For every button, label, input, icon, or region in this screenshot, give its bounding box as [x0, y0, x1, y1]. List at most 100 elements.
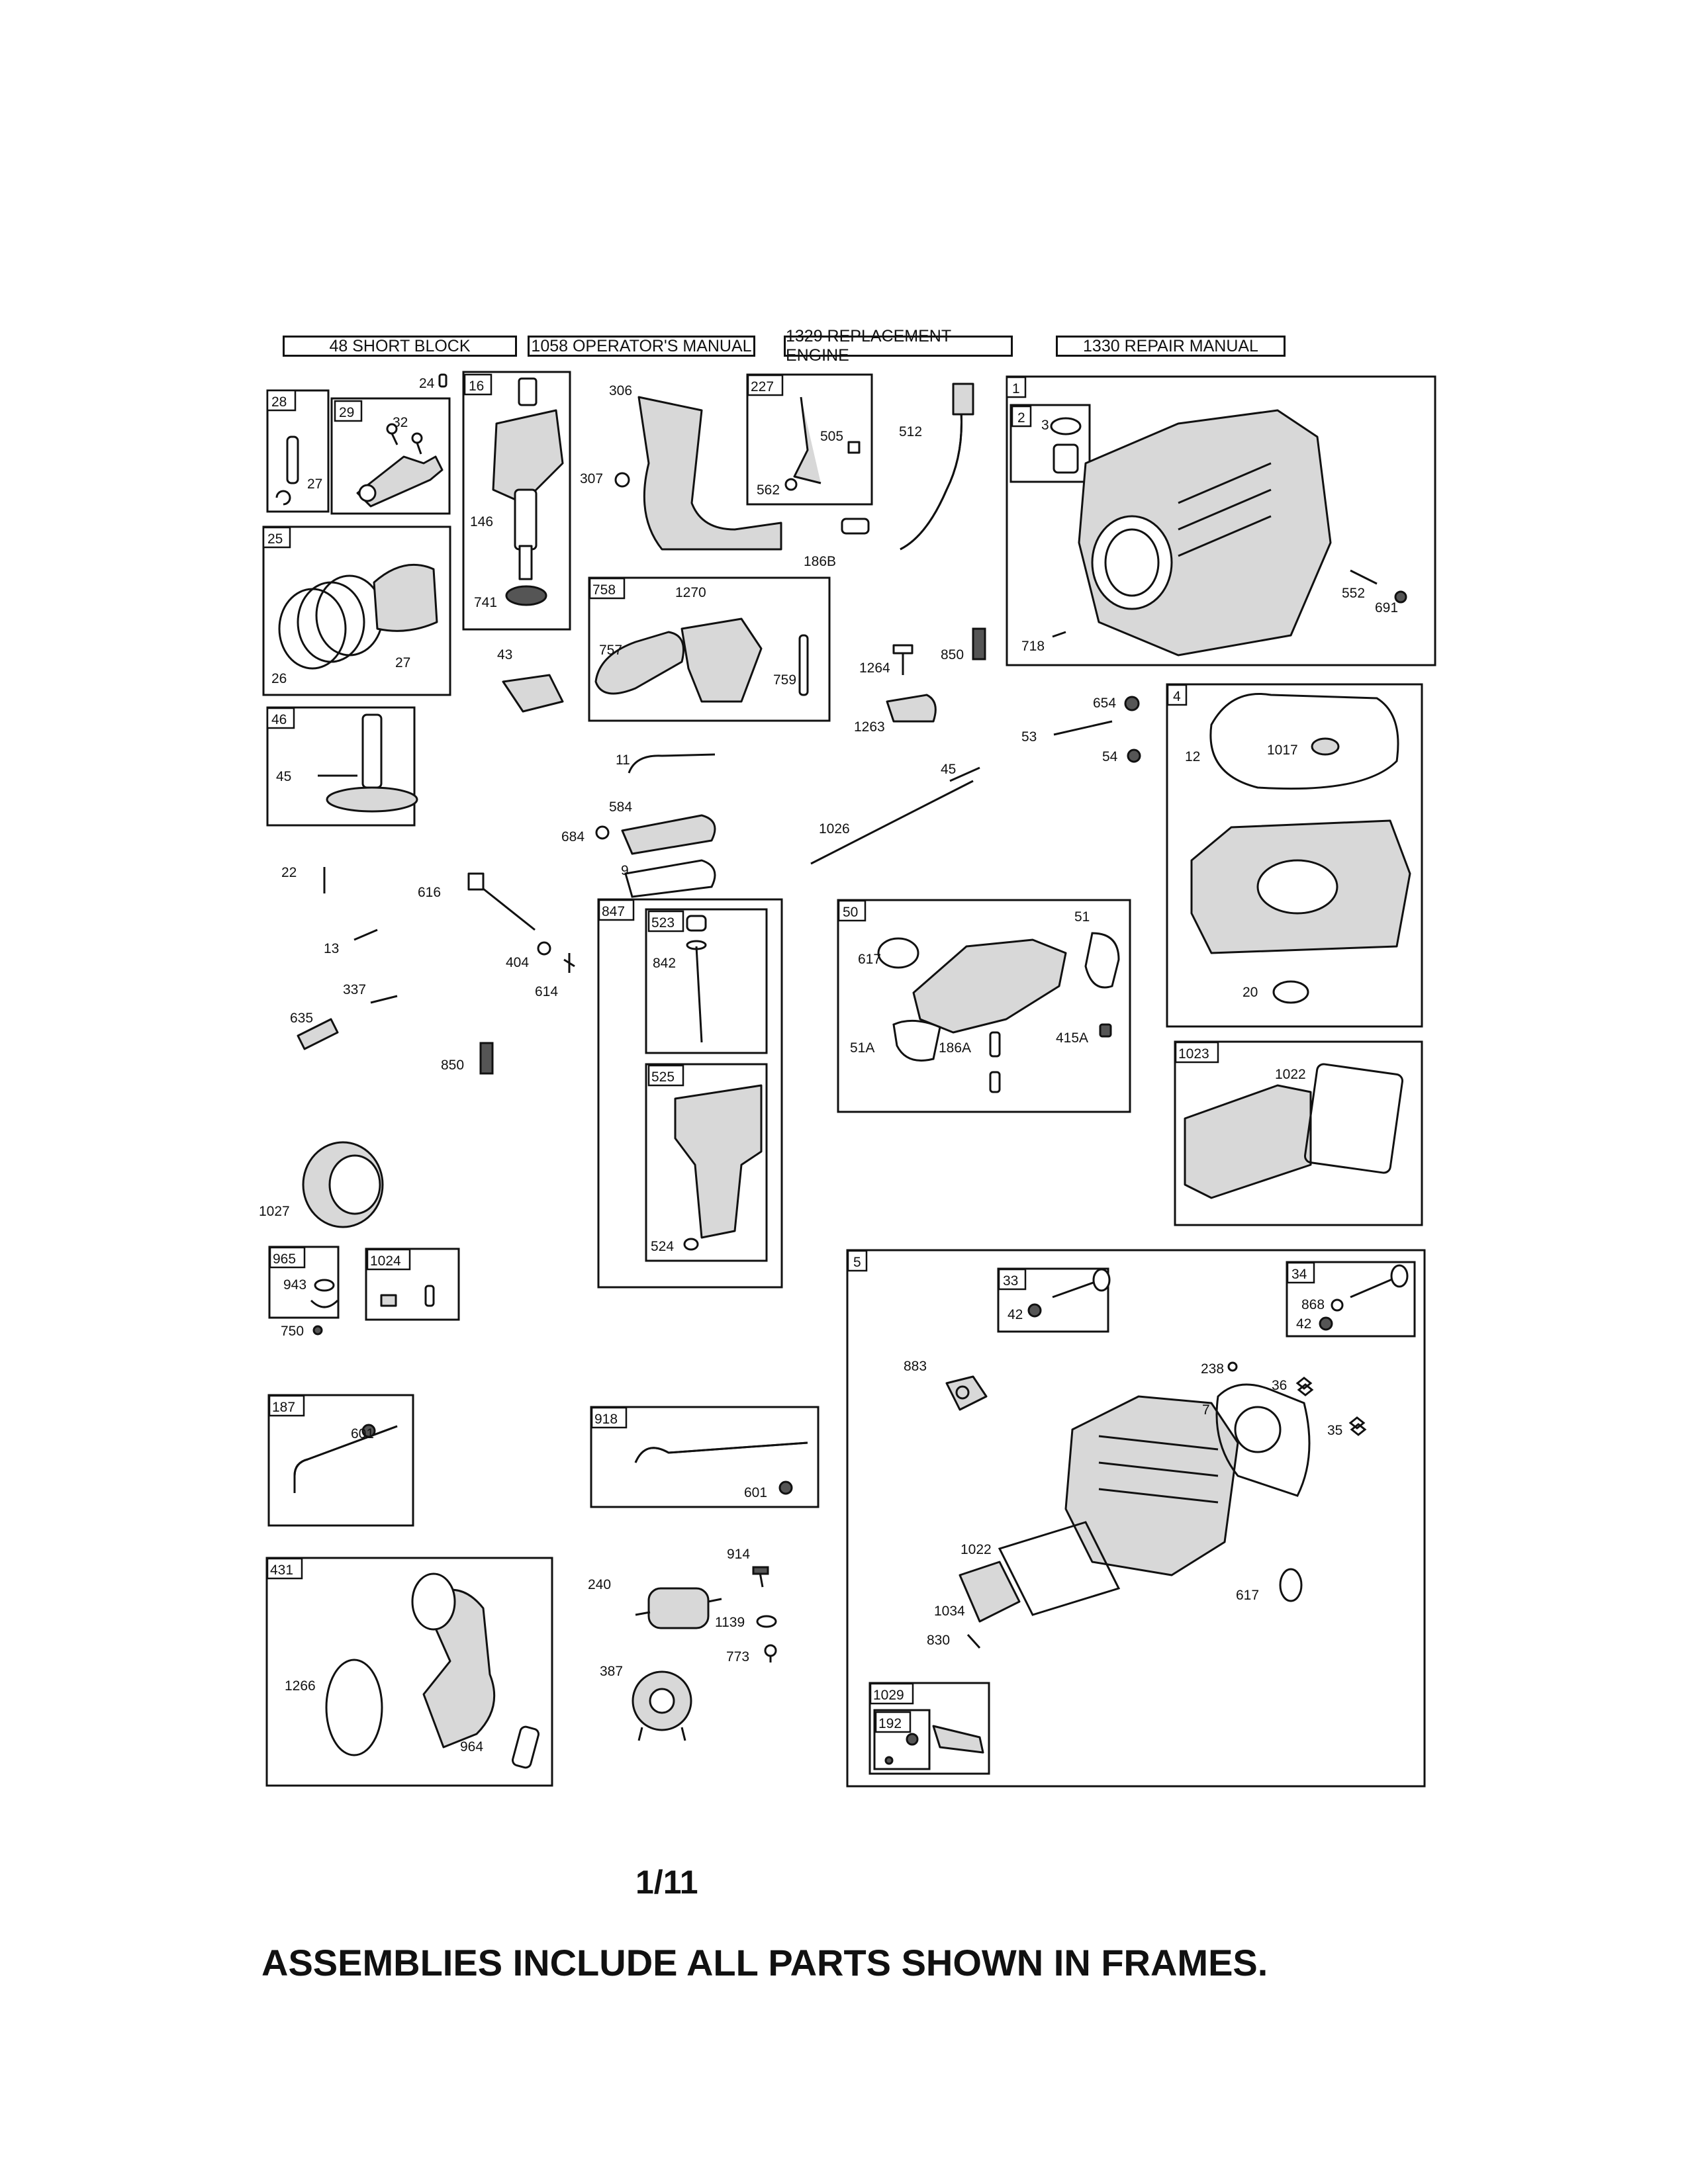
- frame-758[interactable]: [588, 576, 831, 722]
- tag-1024: 1024: [366, 1248, 411, 1271]
- label-505: 505: [820, 429, 843, 444]
- tag-758: 758: [588, 577, 626, 600]
- camshaft-shape: [361, 713, 383, 789]
- svg-text:50: 50: [843, 905, 858, 920]
- svg-text:227: 227: [751, 379, 774, 394]
- frame-1[interactable]: [1006, 375, 1436, 666]
- label-12: 12: [1185, 749, 1200, 764]
- label-1022b: 1022: [961, 1542, 992, 1557]
- frame-16[interactable]: [462, 371, 571, 631]
- frame-29[interactable]: [330, 397, 451, 515]
- frame-4[interactable]: [1166, 683, 1423, 1028]
- breather-valve-shape: [952, 383, 974, 416]
- label-32: 32: [393, 415, 408, 430]
- tag-4: 4: [1166, 684, 1188, 706]
- governor-758-shape: [680, 617, 763, 703]
- frame-1024[interactable]: [365, 1248, 460, 1321]
- tag-1: 1: [1006, 376, 1027, 398]
- frame-1023[interactable]: [1174, 1040, 1423, 1226]
- label-238: 238: [1201, 1361, 1224, 1377]
- label-1266: 1266: [285, 1678, 316, 1694]
- seal-20-shape: [1272, 980, 1309, 1004]
- piston-shape: [373, 563, 438, 632]
- label-562: 562: [757, 482, 780, 498]
- label-186a: 186A: [939, 1040, 971, 1056]
- frame-192[interactable]: [873, 1709, 931, 1770]
- frame-918[interactable]: [590, 1406, 820, 1508]
- svg-text:431: 431: [270, 1563, 293, 1578]
- plate-1034-shape: [959, 1561, 1021, 1623]
- frame-2[interactable]: [1009, 404, 1091, 483]
- label-20: 20: [1243, 985, 1258, 1000]
- label-654: 654: [1093, 696, 1116, 711]
- crank-web-shape: [492, 409, 564, 504]
- label-387: 387: [600, 1664, 623, 1679]
- frame-34[interactable]: [1286, 1261, 1416, 1338]
- crankshaft-end-shape: [518, 377, 538, 406]
- frame-227[interactable]: [746, 373, 873, 506]
- label-616: 616: [418, 885, 441, 900]
- frame-187[interactable]: [267, 1394, 414, 1527]
- breather-hose-inner: [900, 396, 962, 551]
- rod-1026-shape: [810, 780, 974, 865]
- bushing-shape: [1053, 443, 1079, 474]
- svg-text:918: 918: [594, 1412, 618, 1427]
- label-617b: 617: [1236, 1588, 1259, 1603]
- frame-523[interactable]: [645, 908, 768, 1054]
- tag-50: 50: [837, 899, 867, 922]
- svg-text:1023: 1023: [1178, 1046, 1209, 1062]
- oring-617-shape: [877, 937, 919, 969]
- label-22: 22: [281, 865, 297, 880]
- label-691: 691: [1375, 600, 1398, 615]
- label-13: 13: [324, 941, 339, 956]
- frame-525[interactable]: [645, 1063, 768, 1262]
- gear-cover-757-shape: [594, 631, 684, 695]
- operators-manual-box[interactable]: 1058 OPERATOR'S MANUAL: [528, 336, 755, 357]
- replacement-engine-label: 1329 REPLACEMENT ENGINE: [786, 327, 951, 365]
- short-block-label: 48 SHORT BLOCK: [329, 336, 471, 355]
- replacement-engine-box[interactable]: 1329 REPLACEMENT ENGINE: [784, 327, 1013, 365]
- frame-847[interactable]: [597, 898, 783, 1289]
- frame-50[interactable]: [837, 899, 1131, 1113]
- operators-manual-label: 1058 OPERATOR'S MANUAL: [531, 336, 752, 355]
- label-964: 964: [460, 1739, 483, 1754]
- ring-1-shape: [278, 588, 347, 670]
- label-146: 146: [470, 514, 493, 529]
- hose-918-outer: [634, 1441, 808, 1463]
- label-24: 24: [419, 376, 435, 391]
- label-1263: 1263: [854, 719, 885, 735]
- assembly-frames: [262, 371, 1436, 1788]
- sealant-tube-2-shape: [479, 1042, 494, 1075]
- bushing-635-shape: [297, 1018, 339, 1050]
- frame-5[interactable]: [846, 1249, 1426, 1788]
- label-850: 850: [941, 647, 964, 662]
- repair-manual-box[interactable]: 1330 REPAIR MANUAL: [1056, 336, 1286, 357]
- label-337: 337: [343, 982, 366, 997]
- seal-3-shape: [1050, 417, 1082, 435]
- frame-431[interactable]: [265, 1557, 553, 1787]
- tag-192: 192: [874, 1711, 912, 1733]
- frame-33[interactable]: [997, 1267, 1109, 1333]
- cam-gear-shape: [326, 786, 418, 813]
- label-759: 759: [773, 672, 796, 688]
- short-block-box[interactable]: 48 SHORT BLOCK: [283, 336, 517, 357]
- label-601b: 601: [744, 1485, 767, 1500]
- frame-25[interactable]: [262, 525, 451, 696]
- frame-1029[interactable]: [868, 1682, 990, 1775]
- bracket-43-shape: [502, 674, 564, 713]
- fuel-filter-shape: [647, 1587, 710, 1629]
- ring-2-shape: [297, 581, 365, 663]
- tag-5: 5: [847, 1250, 868, 1272]
- cover-584-shape: [621, 814, 716, 855]
- label-11: 11: [616, 752, 630, 768]
- frame-28[interactable]: [266, 389, 330, 513]
- label-552: 552: [1342, 586, 1365, 601]
- part-labels: 24 306 505 512 3 32 307 27 562 146 186B …: [259, 376, 1398, 1754]
- part-drawings: [275, 373, 1411, 1769]
- label-830: 830: [927, 1633, 950, 1648]
- label-45: 45: [276, 769, 291, 784]
- frame-46[interactable]: [266, 706, 416, 827]
- tag-29: 29: [334, 400, 363, 422]
